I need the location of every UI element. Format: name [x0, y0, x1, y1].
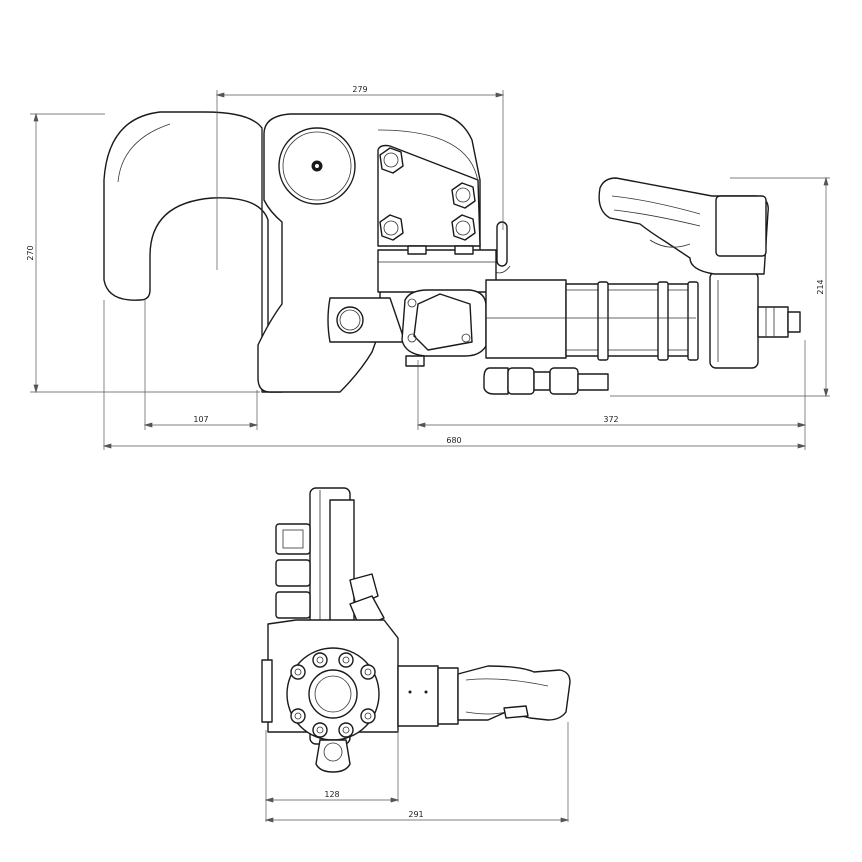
bottom-fitting — [315, 739, 351, 773]
end-fitting — [757, 306, 789, 338]
cylinder-bands — [597, 281, 699, 361]
end-dimension-lines — [264, 797, 570, 823]
dim-label-128: 128 — [324, 790, 339, 799]
hex-bolts — [379, 147, 476, 241]
dim-label-107: 107 — [193, 415, 208, 424]
dim-label-279: 279 — [352, 85, 367, 94]
dim-label-372: 372 — [603, 415, 618, 424]
extension-lines — [30, 90, 830, 450]
end-extension-lines — [265, 722, 569, 822]
dim-label-680: 680 — [446, 436, 461, 445]
end-view: 128 291 — [261, 487, 571, 823]
end-cylinder — [397, 665, 439, 727]
cylinder-body — [485, 279, 567, 359]
side-bolts — [275, 523, 311, 619]
lever-pin — [496, 221, 508, 267]
flange-bolts — [290, 652, 376, 738]
dim-label-270: 270 — [26, 245, 35, 260]
hose-coupling — [483, 367, 609, 395]
dim-label-291: 291 — [408, 810, 423, 819]
side-view: 279 270 214 107 372 680 — [26, 85, 830, 450]
mid-block — [377, 249, 497, 293]
dimension-lines — [33, 92, 829, 449]
hook-jaw — [103, 111, 283, 393]
end-block — [709, 271, 759, 369]
dim-label-214: 214 — [816, 279, 825, 294]
end-grip — [457, 665, 571, 721]
